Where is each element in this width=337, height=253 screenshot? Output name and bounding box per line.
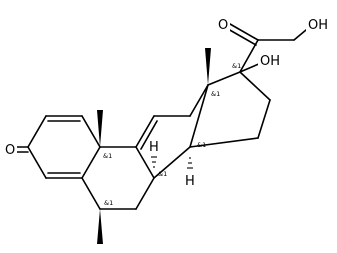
bond-layer [14,23,313,210]
bond-c10-c1 [81,115,101,148]
atom-label-hydroxyl-21: OH [308,18,328,33]
wedge-c13-methyl [205,48,211,85]
stereo-label-c17: &1 [232,62,241,70]
stereo-label-c8: &1 [158,170,167,178]
bond-c3-c4 [27,146,47,179]
stereo-label-c14: &1 [197,141,206,149]
bond-c20-o [229,23,259,41]
atom-label-hydroxyl-17: OH [260,54,280,69]
hash-c14-h [186,157,194,174]
bond-c16-c15 [257,99,271,139]
bond-c12-c13 [189,84,209,117]
bond-c7-c8 [135,177,155,210]
wedge-c6-methyl [97,209,103,244]
bond-c14-c8 [153,146,191,179]
bond-c5-c6 [81,177,101,210]
stereo-label-c13: &1 [211,90,220,98]
wedge-c10-methyl [97,110,103,147]
stereo-label-c6: &1 [104,199,113,207]
stereo-label-layer: &1 &1 &1 &1 &1 &1 [103,62,241,207]
atom-label-ketone-o20: O [218,18,228,33]
atom-label-ketone-o3: O [5,143,15,158]
bond-c8-c9 [135,146,155,179]
bond-c5-c10 [81,146,101,179]
atom-label-h8: H [149,140,159,155]
bond-c13-c14 [189,84,209,148]
bond-c9-c11 [135,115,155,148]
bond-c20-o-double [227,28,257,46]
bond-c2-c3 [27,115,47,148]
bond-c17-c16 [239,71,271,101]
atom-label-layer: O O OH OH H H [4,14,332,189]
bond-c13-c17 [207,71,241,86]
stereo-label-c10: &1 [103,152,112,160]
hash-c8-h [150,151,158,168]
bond-c9-c11-double [140,120,158,150]
atom-label-h14: H [185,174,195,189]
bond-c15-c14 [189,137,259,148]
